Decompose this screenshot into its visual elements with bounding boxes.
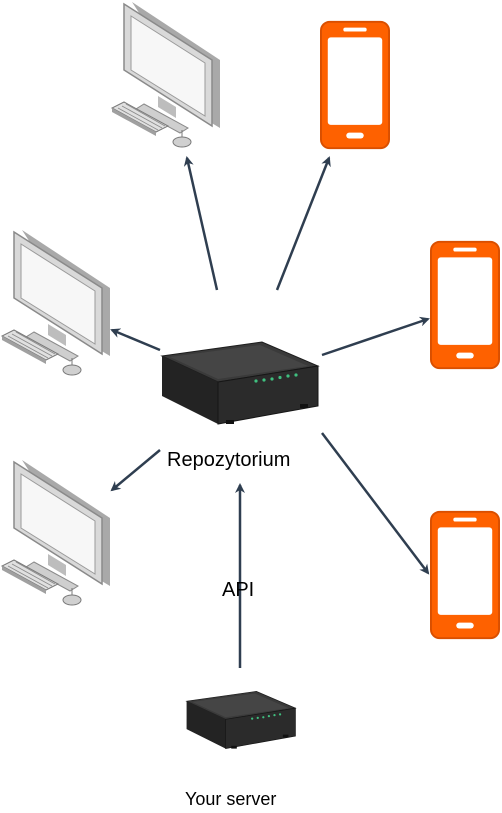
smartphone-icon: [320, 20, 390, 150]
connector-arrows: [110, 156, 430, 668]
smartphone-icon: [430, 240, 500, 370]
arrow-to-phone-top: [275, 156, 331, 291]
repository-router-icon: [161, 341, 319, 425]
arrow-to-desktop-middle: [110, 328, 161, 352]
api-label: API: [222, 579, 255, 601]
server-router-icon: [186, 691, 296, 749]
arrow-to-phone-bottom: [321, 432, 430, 575]
repository-label: Repozytorium: [167, 449, 291, 471]
your-server-label: Your server: [185, 789, 277, 809]
smartphone-icon: [430, 510, 500, 640]
arrow-to-phone-middle: [321, 316, 430, 357]
desktop-computer-icon: [111, 1, 220, 148]
arrow-to-desktop-top: [183, 156, 219, 291]
desktop-computer-icon: [1, 459, 110, 606]
arrow-to-desktop-bottom: [110, 449, 161, 492]
desktop-computer-icon: [1, 229, 110, 376]
